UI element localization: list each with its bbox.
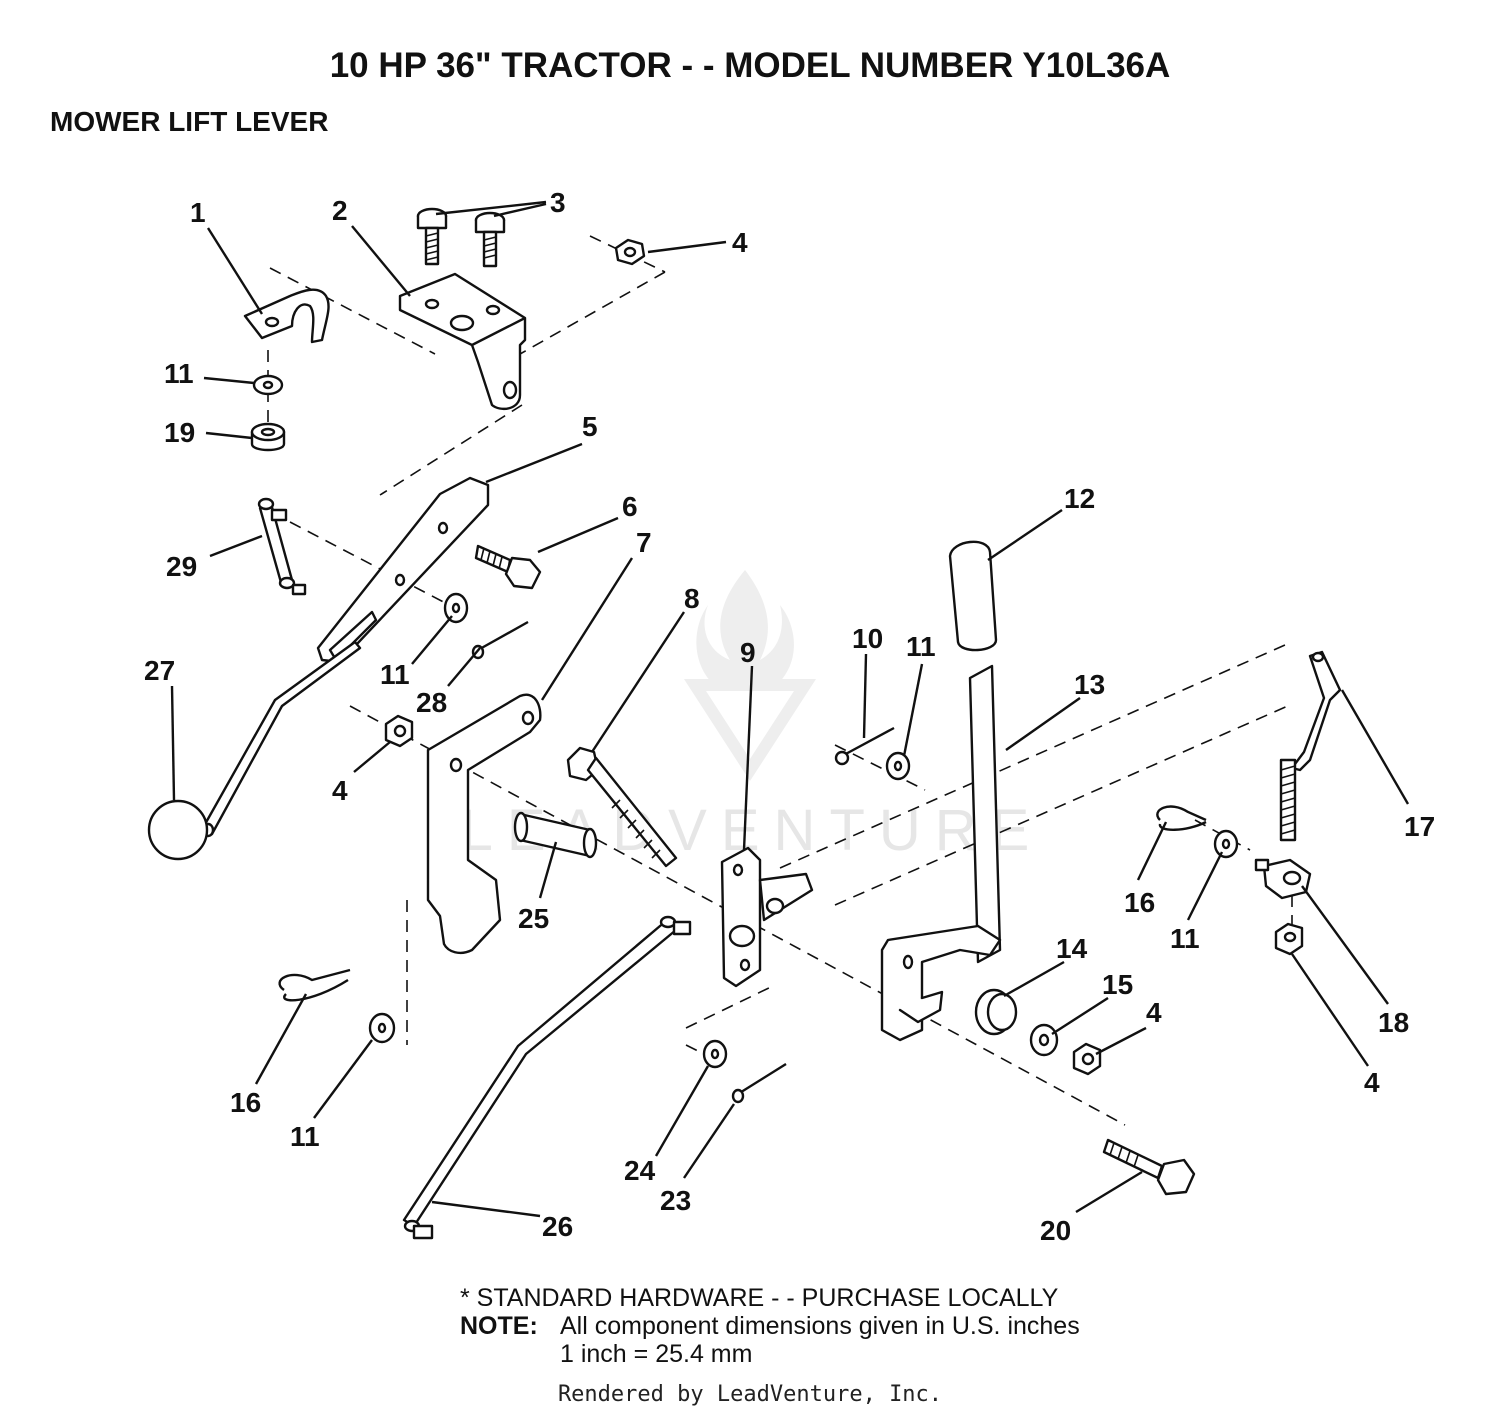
part-2-bracket	[398, 272, 527, 411]
bolt-3a	[416, 207, 448, 266]
part-20-bolt	[1102, 1138, 1196, 1196]
callout-24: 24	[624, 1155, 656, 1186]
part-17-adjust-rod	[1279, 650, 1342, 842]
page-title: 10 HP 36" TRACTOR - - MODEL NUMBER Y10L3…	[329, 46, 1171, 85]
callout-5: 5	[582, 411, 598, 442]
part-12-grip	[948, 540, 998, 652]
callout-20: 20	[1040, 1215, 1071, 1246]
part-7-lift-arm	[426, 693, 542, 955]
part-13-lift-lever	[880, 664, 1002, 1042]
callout-9: 9	[740, 637, 756, 668]
part-3-bolts	[416, 207, 506, 268]
callout-16: 16	[230, 1087, 261, 1118]
part-8-long-bolt	[566, 746, 678, 868]
callout-4: 4	[1146, 997, 1162, 1028]
callout-3: 3	[550, 187, 566, 218]
standard-hardware-note: * STANDARD HARDWARE - - PURCHASE LOCALLY	[460, 1284, 1059, 1312]
callout-26: 26	[542, 1211, 573, 1242]
leader-lines	[170, 200, 1410, 1218]
part-29-link	[257, 497, 307, 596]
part-4-nut-d	[1274, 922, 1304, 956]
conversion-note: 1 inch = 25.4 mm	[560, 1340, 753, 1368]
callout-25: 25	[518, 903, 549, 934]
footer-notes: * STANDARD HARDWARE - - PURCHASE LOCALLY…	[460, 1284, 1080, 1368]
callout-7: 7	[636, 527, 652, 558]
callout-labels: 1 2 3 4 4 4 4 5 6 7 8 9 10 11 11 11 11 1…	[144, 187, 1435, 1246]
part-4-nut-c	[1072, 1042, 1102, 1076]
callout-14: 14	[1056, 933, 1088, 964]
part-11-washer-b	[443, 592, 469, 624]
callout-8: 8	[684, 583, 700, 614]
part-16-hairpin-b	[1156, 805, 1207, 831]
callout-12: 12	[1064, 483, 1095, 514]
callout-18: 18	[1378, 1007, 1409, 1038]
callout-19: 19	[164, 417, 195, 448]
part-28-cotter-pin	[471, 620, 529, 660]
part-15-washer	[1029, 1023, 1059, 1057]
part-6-bolt	[474, 544, 542, 590]
part-11-washer-d	[1213, 829, 1239, 859]
part-16-hairpin-a	[278, 968, 351, 1002]
part-25-spacer	[513, 811, 598, 859]
callout-2: 2	[332, 195, 348, 226]
note-text: All component dimensions given in U.S. i…	[560, 1312, 1080, 1340]
callout-4: 4	[1364, 1067, 1380, 1098]
part-11-washer-a	[252, 374, 284, 396]
assembly-guide-lines	[267, 235, 1293, 1126]
rendered-by-credit: Rendered by LeadVenture, Inc.	[557, 1382, 943, 1407]
part-24-washer	[702, 1039, 728, 1069]
part-9-pivot-plate	[720, 846, 814, 988]
part-19-nut	[250, 422, 286, 452]
callout-29: 29	[166, 551, 197, 582]
callout-17: 17	[1404, 811, 1435, 842]
watermark-flame-icon	[696, 570, 794, 690]
part-4-nut-a	[614, 238, 646, 266]
part-5-lift-link	[316, 476, 490, 664]
callout-11: 11	[290, 1121, 320, 1152]
callout-10: 10	[852, 623, 883, 654]
callout-11: 11	[906, 631, 936, 662]
part-26-lift-rod	[402, 915, 692, 1240]
callout-11: 11	[380, 659, 410, 690]
part-27-lift-rod	[147, 640, 362, 861]
dimension-note: NOTE: All component dimensions given in U…	[460, 1312, 1080, 1340]
callout-15: 15	[1102, 969, 1133, 1000]
callout-28: 28	[416, 687, 447, 718]
callout-6: 6	[622, 491, 638, 522]
callout-11: 11	[1170, 923, 1200, 954]
part-11-washer-c	[885, 751, 911, 781]
callout-13: 13	[1074, 669, 1105, 700]
section-title: MOWER LIFT LEVER	[50, 106, 329, 137]
part-11-washer-e	[368, 1012, 396, 1044]
part-10-cotter-pin	[834, 726, 895, 766]
part-23-cotter-pin	[731, 1062, 787, 1104]
callout-11: 11	[164, 358, 194, 389]
part-4-nut-b	[384, 714, 414, 748]
note-label: NOTE:	[460, 1312, 538, 1340]
callout-4: 4	[732, 227, 748, 258]
part-14-bushing	[974, 988, 1018, 1036]
bolt-3b	[474, 211, 506, 268]
callout-1: 1	[190, 197, 206, 228]
callout-23: 23	[660, 1185, 691, 1216]
callout-27: 27	[144, 655, 175, 686]
part-18-trunnion	[1254, 858, 1312, 900]
callout-4: 4	[332, 775, 348, 806]
part-1-clip	[243, 288, 330, 344]
callout-16: 16	[1124, 887, 1155, 918]
